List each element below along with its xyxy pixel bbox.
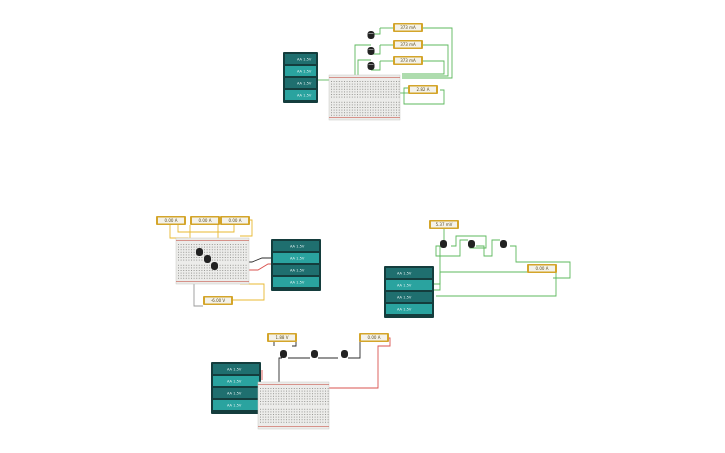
meter-top-2[interactable]: 373 mA — [393, 40, 423, 49]
breadboard-holes — [178, 244, 247, 279]
battery-cell-label: AA 1.5V — [290, 257, 305, 261]
battery-pack-bottom[interactable]: AA 1.5V AA 1.5V AA 1.5V AA 1.5V — [211, 362, 261, 414]
meter-reading: 0.00 A — [199, 218, 212, 223]
battery-cell-label: AA 1.5V — [397, 296, 412, 300]
battery-cell-label: AA 1.5V — [227, 404, 242, 408]
battery-cell-label: AA 1.5V — [397, 308, 412, 312]
battery-cell-label: AA 1.5V — [297, 82, 312, 86]
circuit-left: AA 1.5V AA 1.5V AA 1.5V AA 1.5V 0.00 A 0… — [156, 216, 321, 307]
meter-reading: 0.00 A — [165, 218, 178, 223]
meter-reading: 373 mA — [400, 25, 416, 30]
wires-top — [317, 27, 453, 105]
meter-left-3[interactable]: 0.00 A — [220, 216, 250, 225]
battery-cell-label: AA 1.5V — [297, 70, 312, 74]
battery-cell-label: AA 1.5V — [297, 58, 312, 62]
meter-right-1[interactable]: 5.37 mV — [429, 220, 459, 229]
wires-bottom — [261, 337, 391, 389]
battery-pack-right[interactable]: AA 1.5V AA 1.5V AA 1.5V AA 1.5V — [384, 266, 434, 318]
battery-cell-label: AA 1.5V — [297, 94, 312, 98]
bulb-top-3[interactable] — [367, 62, 375, 70]
breadboard-top[interactable] — [328, 74, 401, 121]
bulb-bottom-3[interactable] — [341, 350, 348, 358]
battery-cell-label: AA 1.5V — [290, 281, 305, 285]
battery-cell-label: AA 1.5V — [227, 380, 242, 384]
bulb-bottom-1[interactable] — [280, 350, 287, 358]
battery-cell-label: AA 1.5V — [397, 272, 412, 276]
meter-left-4[interactable]: -6.00 V — [203, 296, 233, 305]
meter-top-3[interactable]: 373 mA — [393, 56, 423, 65]
bulb-left-1[interactable] — [196, 248, 203, 256]
battery-cell-label: AA 1.5V — [290, 269, 305, 273]
breadboard-holes — [331, 81, 400, 116]
meter-reading: 1.88 V — [276, 335, 289, 340]
meter-left-1[interactable]: 0.00 A — [156, 216, 186, 225]
battery-cell-label: AA 1.5V — [227, 392, 242, 396]
bulb-top-2[interactable] — [367, 47, 375, 55]
battery-pack-left[interactable]: AA 1.5V AA 1.5V AA 1.5V AA 1.5V — [271, 239, 321, 291]
bulb-top-1[interactable] — [367, 31, 375, 39]
wires-right — [434, 229, 571, 297]
circuit-top: AA 1.5V AA 1.5V AA 1.5V AA 1.5V 373 mA 3… — [283, 23, 453, 121]
meter-left-2[interactable]: 0.00 A — [190, 216, 220, 225]
bulb-right-3[interactable] — [500, 240, 507, 248]
meter-reading: 0.00 A — [536, 266, 549, 271]
meter-bottom-2[interactable]: 0.00 A — [359, 333, 389, 342]
bulb-right-1[interactable] — [440, 240, 447, 248]
circuit-right: AA 1.5V AA 1.5V AA 1.5V AA 1.5V 5.37 mV … — [384, 220, 571, 318]
bulb-left-3[interactable] — [211, 262, 218, 270]
breadboard-holes — [260, 388, 329, 423]
breadboard-left[interactable] — [175, 237, 250, 285]
meter-reading: 373 mA — [400, 58, 416, 63]
meter-reading: 0.00 A — [229, 218, 242, 223]
breadboard-bottom[interactable] — [257, 381, 330, 430]
meter-reading: 373 mA — [400, 42, 416, 47]
bulb-right-2[interactable] — [468, 240, 475, 248]
battery-cell-label: AA 1.5V — [290, 245, 305, 249]
meter-top-4[interactable]: 2.82 A — [408, 85, 438, 94]
battery-cell-label: AA 1.5V — [227, 368, 242, 372]
battery-cell-label: AA 1.5V — [397, 284, 412, 288]
meter-reading: 5.37 mV — [436, 222, 453, 227]
bulb-left-2[interactable] — [204, 255, 211, 263]
meter-reading: 0.00 A — [368, 335, 381, 340]
meter-right-2[interactable]: 0.00 A — [527, 264, 557, 273]
meter-reading: -6.00 V — [211, 298, 226, 303]
circuit-bottom: AA 1.5V AA 1.5V AA 1.5V AA 1.5V 1.88 V 0… — [211, 333, 391, 430]
bulb-bottom-2[interactable] — [311, 350, 318, 358]
meter-reading: 2.82 A — [417, 87, 430, 92]
meter-top-1[interactable]: 373 mA — [393, 23, 423, 32]
meter-bottom-1[interactable]: 1.88 V — [267, 333, 297, 342]
battery-pack-top[interactable]: AA 1.5V AA 1.5V AA 1.5V AA 1.5V — [283, 52, 318, 103]
